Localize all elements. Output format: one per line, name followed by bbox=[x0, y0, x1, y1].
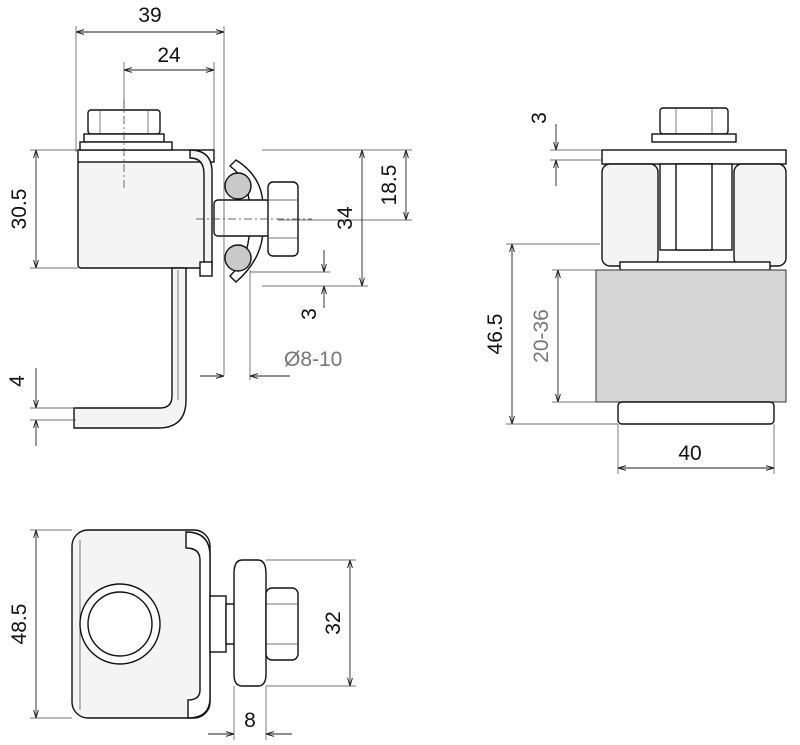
dim-width-axis: 24 bbox=[157, 44, 181, 67]
side-center-bolt bbox=[675, 163, 713, 251]
side-right-block bbox=[733, 163, 787, 267]
side-washer bbox=[651, 133, 737, 143]
dim-range: 20-36 bbox=[530, 309, 553, 363]
dim-gap: 3 bbox=[298, 308, 321, 320]
side-bottom-strip bbox=[619, 261, 771, 271]
side-bottom-base bbox=[617, 401, 775, 425]
conductor-range-zone bbox=[595, 269, 787, 403]
side-left-block bbox=[601, 163, 659, 267]
l-leg bbox=[73, 267, 187, 429]
top-nut bbox=[265, 587, 299, 661]
conductor-top bbox=[224, 172, 252, 200]
dim-width-total: 39 bbox=[138, 4, 161, 27]
dim-height-total: 46.5 bbox=[484, 314, 507, 355]
side-view: 3 46.5 20-36 40 bbox=[484, 107, 787, 474]
dim-thickness: 4 bbox=[6, 375, 29, 387]
dim-diameter: Ø8-10 bbox=[284, 348, 342, 371]
dim-height-body: 30.5 bbox=[8, 189, 31, 230]
side-top-plate bbox=[601, 149, 787, 165]
top-link bbox=[209, 595, 227, 653]
conductor-bottom bbox=[224, 244, 252, 272]
dim-width: 40 bbox=[678, 442, 701, 465]
top-bend bbox=[185, 531, 211, 719]
dim-top: 3 bbox=[528, 112, 551, 124]
washer-lower bbox=[79, 141, 173, 151]
dim-offset: 8 bbox=[244, 709, 256, 732]
top-bolt-inner bbox=[87, 591, 153, 657]
side-bolt-head bbox=[659, 107, 729, 135]
small-plate bbox=[199, 261, 213, 277]
dim-top-height: 48.5 bbox=[8, 604, 31, 645]
clamp-body bbox=[77, 159, 211, 269]
front-view: 39 24 30.5 18.5 34 3 Ø8-10 4 bbox=[6, 4, 412, 446]
top-saddle bbox=[233, 559, 267, 687]
dim-height-outer: 34 bbox=[334, 206, 357, 230]
clamp-bolt-shaft bbox=[213, 199, 271, 237]
dim-nut: 32 bbox=[322, 611, 345, 634]
dim-height-clamp: 18.5 bbox=[378, 165, 401, 206]
top-view: 48.5 32 8 bbox=[8, 529, 356, 740]
saddle bbox=[228, 159, 264, 283]
